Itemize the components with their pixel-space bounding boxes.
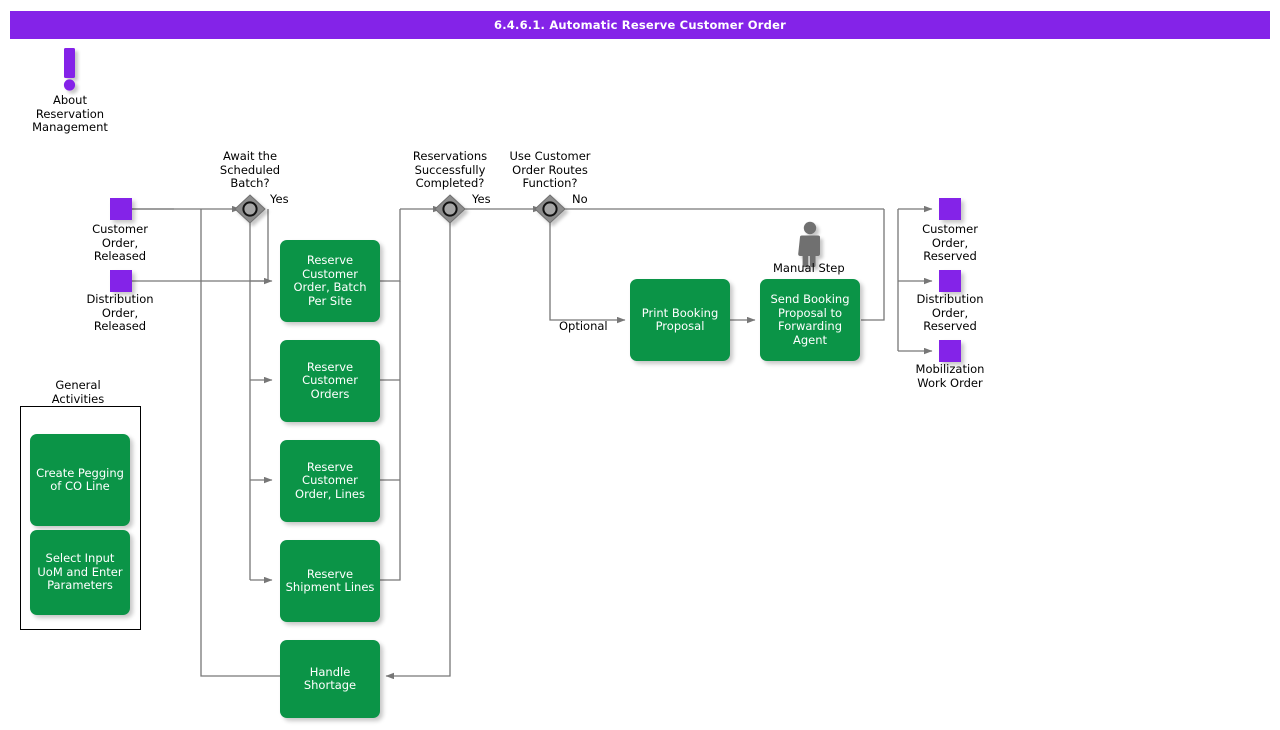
gateway-reservations-successfully-completed-label: Reservations Successfully Completed? xyxy=(412,149,488,190)
activity-select-input-uom-and-enter-parameters[interactable]: Select Input UoM and Enter Parameters xyxy=(30,530,130,615)
gateway-shapes xyxy=(234,194,566,224)
state-distribution-order-released[interactable] xyxy=(110,270,132,292)
page-title-bar: 6.4.6.1. Automatic Reserve Customer Orde… xyxy=(10,11,1270,39)
state-distribution-order-reserved-label: Distribution Order, Reserved xyxy=(916,292,984,333)
exclamation-icon[interactable] xyxy=(63,48,76,91)
gateway-use-customer-order-routes-function-label: Use Customer Order Routes Function? xyxy=(509,149,591,190)
activity-handle-shortage[interactable]: Handle Shortage xyxy=(280,640,380,718)
activity-send-booking-proposal-to-forwarding-agent[interactable]: Send Booking Proposal to Forwarding Agen… xyxy=(760,279,860,361)
state-distribution-order-reserved[interactable] xyxy=(939,270,961,292)
activity-create-pegging-of-co-line[interactable]: Create Pegging of CO Line xyxy=(30,434,130,526)
edge-label-no: No xyxy=(572,192,588,206)
gateway-await-scheduled-batch-label: Await the Scheduled Batch? xyxy=(219,149,281,190)
manual-step-label: Manual Step xyxy=(773,261,845,275)
activity-reserve-customer-order-batch-per-site[interactable]: Reserve Customer Order, Batch Per Site xyxy=(280,240,380,322)
state-distribution-order-released-label: Distribution Order, Released xyxy=(86,292,154,333)
edge-label-yes-1: Yes xyxy=(270,192,289,206)
person-icon xyxy=(798,221,820,268)
page-title: 6.4.6.1. Automatic Reserve Customer Orde… xyxy=(494,18,786,32)
state-customer-order-released[interactable] xyxy=(110,198,132,220)
activity-print-booking-proposal[interactable]: Print Booking Proposal xyxy=(630,279,730,361)
about-reservation-management-label[interactable]: About Reservation Management xyxy=(32,93,108,134)
activity-reserve-customer-order-lines[interactable]: Reserve Customer Order, Lines xyxy=(280,440,380,522)
general-activities-title: General Activities xyxy=(51,378,105,406)
state-mobilization-work-order[interactable] xyxy=(939,340,961,362)
edge-label-optional: Optional xyxy=(559,319,608,333)
state-customer-order-reserved-label: Customer Order, Reserved xyxy=(922,222,978,263)
state-customer-order-reserved[interactable] xyxy=(939,198,961,220)
activity-reserve-shipment-lines[interactable]: Reserve Shipment Lines xyxy=(280,540,380,622)
state-customer-order-released-label: Customer Order, Released xyxy=(92,222,148,263)
state-mobilization-work-order-label: Mobilization Work Order xyxy=(915,362,985,390)
activity-reserve-customer-orders[interactable]: Reserve Customer Orders xyxy=(280,340,380,422)
edge-label-yes-2: Yes xyxy=(472,192,491,206)
